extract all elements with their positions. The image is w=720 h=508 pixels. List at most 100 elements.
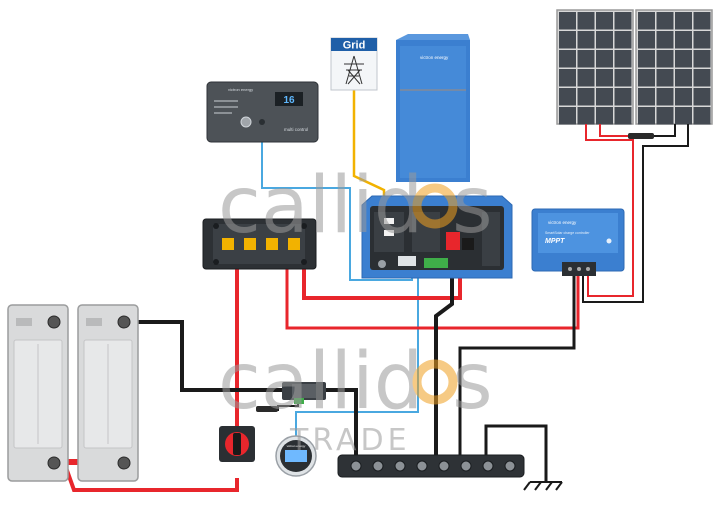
panel-dial[interactable] xyxy=(240,116,252,128)
solar-cell xyxy=(675,88,692,106)
solar-cell xyxy=(675,31,692,49)
solar-cell xyxy=(614,31,632,49)
solar-cell xyxy=(596,88,613,106)
watermark-top: callid s xyxy=(218,161,493,251)
solar-cell xyxy=(559,69,576,87)
solar-cell xyxy=(693,31,711,49)
solar-cell xyxy=(693,12,711,30)
solar-cell xyxy=(638,88,655,106)
busbar-bolt xyxy=(350,460,362,472)
inverter-dc-negative-terminal xyxy=(462,238,474,250)
solar-cell xyxy=(675,12,692,30)
solar-cell xyxy=(559,88,576,106)
solar-to-mppt-wires xyxy=(582,124,689,303)
solar-panel-left xyxy=(556,9,634,125)
svg-text:s: s xyxy=(452,337,493,427)
battery-left xyxy=(7,304,69,482)
busbar-bolt xyxy=(460,460,472,472)
fuse-2 xyxy=(244,238,256,250)
svg-text:callid: callid xyxy=(218,337,423,427)
fuse-4 xyxy=(288,238,300,250)
mc4-connector xyxy=(628,133,654,139)
watermark-orange-ring-2 xyxy=(412,359,458,405)
grid-label: Grid xyxy=(343,40,366,52)
solar-cell xyxy=(577,88,595,106)
solar-cell xyxy=(638,107,655,125)
busbar-bolt xyxy=(394,460,406,472)
mppt-subtitle: SmartSolar charge controller xyxy=(545,231,590,235)
solar-cell xyxy=(596,31,613,49)
solar-cell xyxy=(693,107,711,125)
solar-cell xyxy=(614,12,632,30)
svg-text:s: s xyxy=(452,161,493,251)
panel-brand: victron energy xyxy=(228,87,253,92)
solar-cell xyxy=(596,12,613,30)
solar-cell xyxy=(614,107,632,125)
monitor-brand: victron energy xyxy=(287,444,306,448)
solar-cell xyxy=(693,50,711,68)
remote-control-panel: victron energy 16 multi control xyxy=(206,81,319,143)
switch-handle[interactable] xyxy=(233,433,241,455)
solar-cell xyxy=(596,107,613,125)
solar-cell xyxy=(675,50,692,68)
solar-cell xyxy=(614,88,632,106)
negative-busbar xyxy=(337,454,525,478)
busbar-bolt xyxy=(482,460,494,472)
inverter-charger: victron energy xyxy=(361,34,513,279)
solar-cell xyxy=(614,69,632,87)
solar-cell xyxy=(559,50,576,68)
solar-cell xyxy=(656,12,674,30)
solar-cell xyxy=(577,107,595,125)
solar-cell xyxy=(656,88,674,106)
svg-text:TRADE: TRADE xyxy=(289,423,411,458)
fuse-3 xyxy=(266,238,278,250)
solar-cell xyxy=(656,50,674,68)
solar-cell xyxy=(577,12,595,30)
solar-cell xyxy=(638,50,655,68)
solar-cell xyxy=(596,69,613,87)
inline-fuse xyxy=(256,406,278,412)
busbar-bolt xyxy=(416,460,428,472)
svg-text:callid: callid xyxy=(218,161,423,251)
solar-cell xyxy=(693,88,711,106)
battery-isolator-switch[interactable] xyxy=(219,426,255,462)
solar-cell xyxy=(638,31,655,49)
solar-cell xyxy=(656,107,674,125)
lynx-distributor xyxy=(202,218,317,270)
panel-model: multi control xyxy=(284,127,308,132)
inverter-brand: victron energy xyxy=(420,55,449,60)
solar-cell xyxy=(559,107,576,125)
solar-cell xyxy=(577,50,595,68)
battery-monitor: victron energy xyxy=(275,435,317,477)
solar-cell xyxy=(693,69,711,87)
solar-cell xyxy=(559,31,576,49)
solar-cell xyxy=(577,69,595,87)
panel-button[interactable] xyxy=(259,119,265,125)
power-pylon-icon xyxy=(344,55,364,85)
solar-cell xyxy=(675,69,692,87)
solar-panel-right xyxy=(635,9,713,125)
solar-cell xyxy=(596,50,613,68)
busbar-bolt xyxy=(438,460,450,472)
panel-display: 16 xyxy=(283,95,295,106)
battery-right xyxy=(77,304,139,482)
mppt-label: MPPT xyxy=(545,238,565,245)
solar-cell xyxy=(656,69,674,87)
solar-cell xyxy=(614,50,632,68)
busbar-bolt xyxy=(504,460,516,472)
mppt-charge-controller: victron energy SmartSolar charge control… xyxy=(531,208,625,276)
solar-cell xyxy=(559,12,576,30)
solar-cell xyxy=(656,31,674,49)
solar-cell xyxy=(675,107,692,125)
mppt-brand: victron energy xyxy=(548,220,577,225)
battery-shunt xyxy=(282,382,326,404)
solar-cell xyxy=(638,69,655,87)
ground-icon xyxy=(523,481,563,491)
busbar-bolt xyxy=(372,460,384,472)
watermark-orange-ring xyxy=(412,183,458,229)
solar-cell xyxy=(577,31,595,49)
grid-source: Grid xyxy=(330,37,378,91)
inverter-dc-positive-terminal xyxy=(446,232,460,250)
